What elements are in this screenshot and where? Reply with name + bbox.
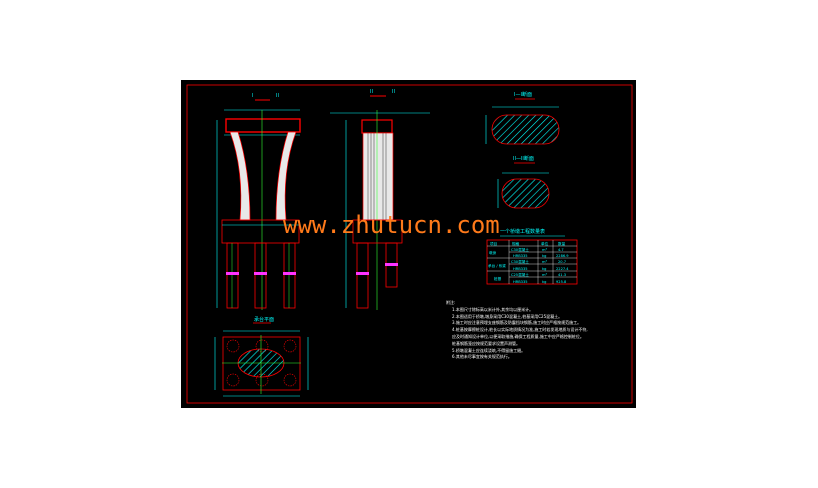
table-header: 规格	[512, 241, 520, 246]
watermark: www.zhutucn.com	[283, 211, 500, 239]
section-2: II—II断面	[497, 155, 550, 209]
table-cell: 41.3	[558, 273, 566, 277]
note-line: 2.本图适用于桥墩,墩身采用C30混凝土,桩基采用C25混凝土。	[452, 313, 562, 319]
table-cell: 925.8	[556, 280, 567, 284]
table-cell: 承台 / 系梁	[488, 263, 506, 268]
note-line: 3.施工时应注意预埋支座钢筋及防震挡块钢筋,施工时应严格按规范施工。	[452, 319, 581, 325]
notes: 附注: 1.本图尺寸除标高以米计外,其余均以厘米计。 2.本图适用于桥墩,墩身采…	[446, 299, 588, 359]
table-cell: kg	[542, 254, 546, 258]
table-cell: kg	[542, 280, 546, 284]
note-line: 6.其他未尽事宜按有关规范执行。	[452, 353, 512, 359]
table-cell: 20.7	[558, 260, 566, 264]
note-line: 桩基钢筋笼应按规范要求设置声测管。	[452, 340, 520, 346]
table-cell: 2286.9	[556, 254, 569, 258]
table-cell: HRB335	[513, 254, 528, 258]
note-line: 5.桥墩混凝土应连续浇筑,不得留施工缝。	[452, 347, 525, 353]
sheet-border	[186, 84, 633, 404]
table-cell: C25混凝土	[511, 272, 529, 277]
front-elevation: I II	[216, 93, 301, 310]
table-cell: 4.7	[558, 248, 564, 252]
front-view-title-suffix: II	[276, 93, 279, 99]
table-cell: HRB335	[513, 280, 528, 284]
notes-heading: 附注:	[446, 299, 455, 305]
table-cell: 桩基	[494, 276, 502, 281]
table-cell: m³	[542, 248, 548, 252]
table-cell: m³	[542, 260, 548, 264]
table-title: 一个桥墩工程数量表	[500, 228, 545, 235]
table-cell: m³	[542, 273, 548, 277]
table-cell: C30混凝土	[511, 259, 529, 264]
side-elevation: II II	[330, 89, 430, 310]
section-1: I—I断面	[485, 91, 560, 145]
table-header: 数量	[558, 241, 566, 246]
table-cell: C30混凝土	[511, 247, 529, 252]
table-cell: 2227.4	[556, 267, 569, 271]
section2-title: II—II断面	[513, 155, 534, 162]
note-line: 1.本图尺寸除标高以米计外,其余均以厘米计。	[452, 306, 533, 312]
front-view-title: I	[252, 93, 253, 99]
section1-title: I—I断面	[514, 91, 532, 98]
quantity-table: 一个桥墩工程数量表 项目 规格 单位 数量 墩身 C30混凝土 m³ 4.7 H…	[486, 228, 578, 285]
note-line: 4.桩基按摩擦桩设计,桩长以实际地质情况为准,施工时若发现地质与设计不符,	[452, 326, 588, 332]
table-header: 项目	[490, 241, 497, 246]
footing-plan: 承台平面	[214, 316, 309, 397]
table-header: 单位	[541, 241, 549, 246]
side-view-title-suffix: II	[392, 89, 395, 95]
note-line: 应及时通知设计单位,以便采取措施,确保工程质量,施工中应严格控制桩位。	[452, 333, 584, 339]
plan-title: 承台平面	[254, 316, 274, 323]
side-view-title: II	[370, 89, 373, 95]
table-cell: kg	[542, 267, 546, 271]
table-cell: 墩身	[489, 250, 497, 255]
table-cell: HRB335	[513, 267, 528, 271]
